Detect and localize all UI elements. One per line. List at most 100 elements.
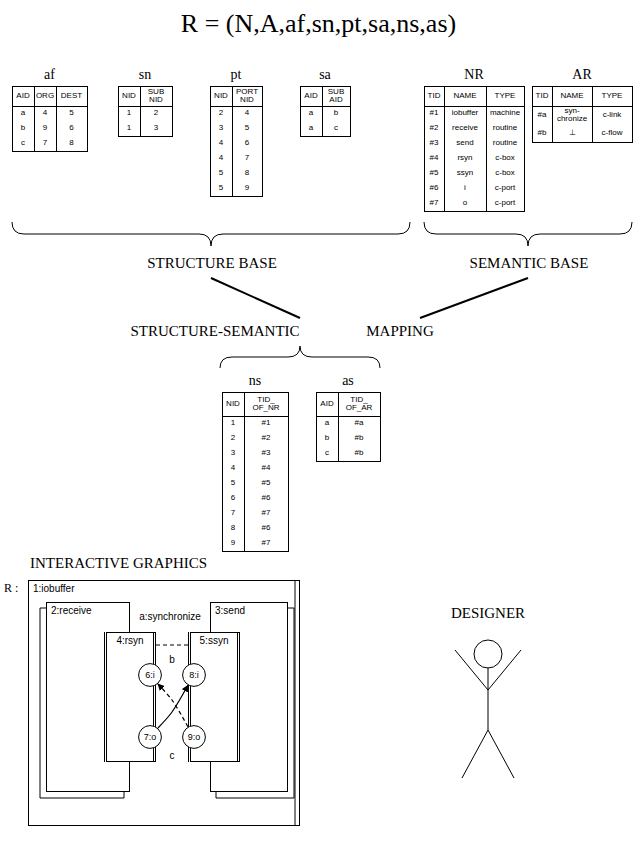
table-cell-box: 9 (34, 121, 56, 136)
header-rule (424, 106, 524, 107)
table-cell-box: #b (532, 124, 552, 142)
table-cell: a (309, 124, 313, 132)
table-cell: #7 (262, 509, 271, 517)
table-cell-box: #a (338, 416, 380, 431)
table-cell-box: 2 (140, 106, 172, 121)
table-cell-box: i (444, 181, 486, 196)
port-circle: 7:o (138, 725, 162, 749)
table-cell-box: 5 (232, 121, 262, 136)
title-box: R = (N,A,af,sn,pt,sa,ns,as) (0, 6, 637, 42)
header-rule (222, 416, 288, 417)
table-cell: iobuffer (452, 109, 479, 117)
table-name-box: pt (198, 66, 274, 84)
header-rule (12, 106, 87, 107)
connector (156, 644, 188, 645)
table-cell: 9 (245, 184, 249, 192)
table-cell-box: a (316, 416, 338, 431)
table-cell-box: a (12, 106, 34, 121)
node-label: 6:i (145, 670, 155, 680)
column-header: AID (320, 400, 333, 408)
table-cell: 1 (127, 109, 131, 117)
table-cell-box: 5 (222, 476, 244, 491)
table-cell-box: 4 (222, 461, 244, 476)
table-cell-box: receive (444, 121, 486, 136)
column-header: NAME (453, 92, 476, 100)
column-header-box: AID (300, 86, 322, 106)
table-cell-box: c-port (486, 181, 524, 196)
table-cell: send (456, 139, 473, 147)
column-rule (140, 86, 141, 136)
column-header: TID (536, 92, 549, 100)
table-cell: #6 (430, 184, 439, 192)
table-cell-box: #1 (424, 106, 444, 121)
table-cell: #a (355, 419, 364, 427)
stick-figure-arms (455, 650, 521, 690)
table-cell-box: #7 (244, 506, 288, 521)
table-cell-box: 3 (140, 121, 172, 136)
section-heading: STRUCTURE-SEMANTIC (130, 324, 299, 340)
node-label: 5:ssyn (200, 635, 229, 647)
title-text: R = (N,A,af,sn,pt,sa,ns,as) (181, 9, 456, 39)
table-cell: 2 (231, 434, 235, 442)
port-circle: 8:i (182, 663, 206, 687)
table-cell: #2 (262, 434, 271, 442)
table-name: AR (572, 68, 591, 83)
table-cell-box: 3 (222, 446, 244, 461)
table-cell: c-port (495, 184, 515, 192)
table-cell-box: 4 (210, 136, 232, 151)
table-cell: 1 (231, 419, 235, 427)
table-cell-box: #7 (244, 536, 288, 551)
column-header: SUB AID (322, 88, 350, 105)
table-cell: c-box (495, 154, 515, 162)
column-header-box: PORT NID (232, 86, 262, 106)
column-rule (322, 86, 323, 136)
table-cell-box: 8 (222, 521, 244, 536)
table-name-box: AR (520, 66, 637, 84)
table-cell: c-box (495, 169, 515, 177)
column-header-box: NAME (552, 86, 592, 106)
port-circle: 6:i (138, 663, 162, 687)
table-cell: b (325, 434, 329, 442)
column-header: TID (428, 92, 441, 100)
c-box: 4:rsyn6:i7:o (104, 632, 156, 762)
table-border (211, 87, 263, 197)
table-cell-box: 7 (222, 506, 244, 521)
table-cell: #1 (262, 419, 271, 427)
port-outline (183, 664, 206, 687)
table-cell-box: 4 (34, 106, 56, 121)
table-cell: 6 (231, 494, 235, 502)
table-cell-box: #4 (424, 151, 444, 166)
table-cell-box: 2 (210, 106, 232, 121)
table-cell-box: c (316, 446, 338, 461)
table-cell: #5 (430, 169, 439, 177)
column-header-box: NID (118, 86, 140, 106)
table-cell-box: #1 (244, 416, 288, 431)
mapping-line (211, 278, 300, 318)
table-cell: 2 (154, 109, 158, 117)
table-cell-box: send (444, 136, 486, 151)
table-cell-box: iobuffer (444, 106, 486, 121)
table-name: as (342, 374, 354, 389)
column-header-box: SUB NID (140, 86, 172, 106)
column-rule (56, 86, 57, 151)
table-cell: #1 (430, 109, 439, 117)
table-name-box: NR (412, 66, 536, 84)
table-cell-box: c-box (486, 151, 524, 166)
stick-figure-body (488, 668, 489, 730)
table-cell: #2 (430, 124, 439, 132)
table-cell-box: c (12, 136, 34, 151)
table-cell: 7 (245, 154, 249, 162)
table-cell-box: routine (486, 136, 524, 151)
table-cell: 3 (154, 124, 158, 132)
table-cell-box: b (322, 106, 350, 121)
table-cell-box: 1 (118, 106, 140, 121)
table-cell: 8 (231, 524, 235, 532)
section-heading: INTERACTIVE GRAPHICS (30, 556, 207, 572)
table-cell: i (464, 184, 466, 192)
curly-brace (424, 222, 632, 246)
column-header: DEST (61, 92, 82, 100)
node-label: 9:o (188, 732, 201, 742)
table-cell: 2 (219, 109, 223, 117)
table-cell-box: 8 (56, 136, 87, 151)
table-cell: #5 (262, 479, 271, 487)
